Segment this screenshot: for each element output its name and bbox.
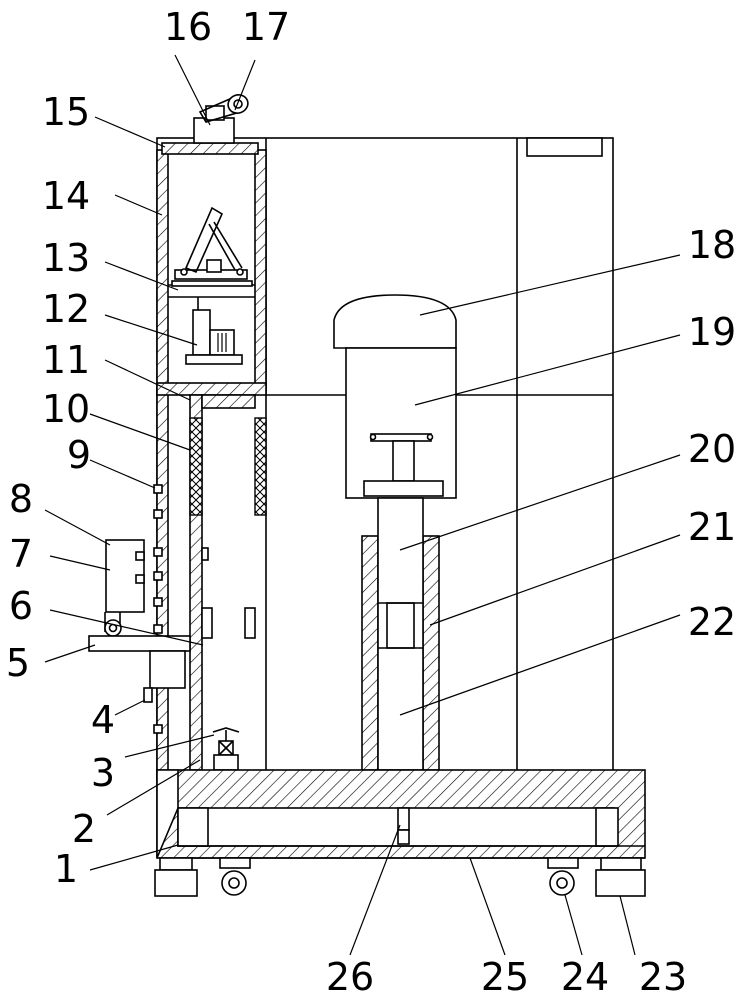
label-19: 19 [688,310,736,354]
label-16: 16 [164,5,212,49]
feet [154,857,646,897]
label-14: 14 [42,174,90,218]
label-5: 5 [6,641,30,685]
label-4: 4 [91,698,115,742]
label-23: 23 [639,955,687,999]
base [156,769,646,859]
leader-lines [44,54,681,956]
label-7: 7 [9,532,33,576]
label-26: 26 [326,955,374,999]
label-21: 21 [688,505,736,549]
motor-compartment [185,297,243,365]
label-10: 10 [42,387,90,431]
label-11: 11 [42,338,90,382]
label-17: 17 [242,5,290,49]
label-3: 3 [91,751,115,795]
label-2: 2 [72,807,96,851]
label-13: 13 [42,236,90,280]
label-12: 12 [42,287,90,331]
top-cover [161,105,259,155]
reference-labels: 1 2 3 4 5 6 7 8 9 10 11 12 13 14 15 16 1… [6,5,736,999]
label-8: 8 [9,477,33,521]
lift-column [361,497,440,771]
side-handle [88,539,191,703]
label-22: 22 [688,600,736,644]
wheels [219,857,579,896]
label-9: 9 [67,433,91,477]
label-6: 6 [9,584,33,628]
label-20: 20 [688,427,736,471]
label-15: 15 [42,90,90,134]
valve [212,727,240,771]
label-24: 24 [561,955,609,999]
label-25: 25 [481,955,529,999]
upper-chamber [168,206,255,298]
spray-unit [333,294,457,499]
lower-column [189,394,267,771]
label-1: 1 [54,847,78,891]
label-18: 18 [688,223,736,267]
